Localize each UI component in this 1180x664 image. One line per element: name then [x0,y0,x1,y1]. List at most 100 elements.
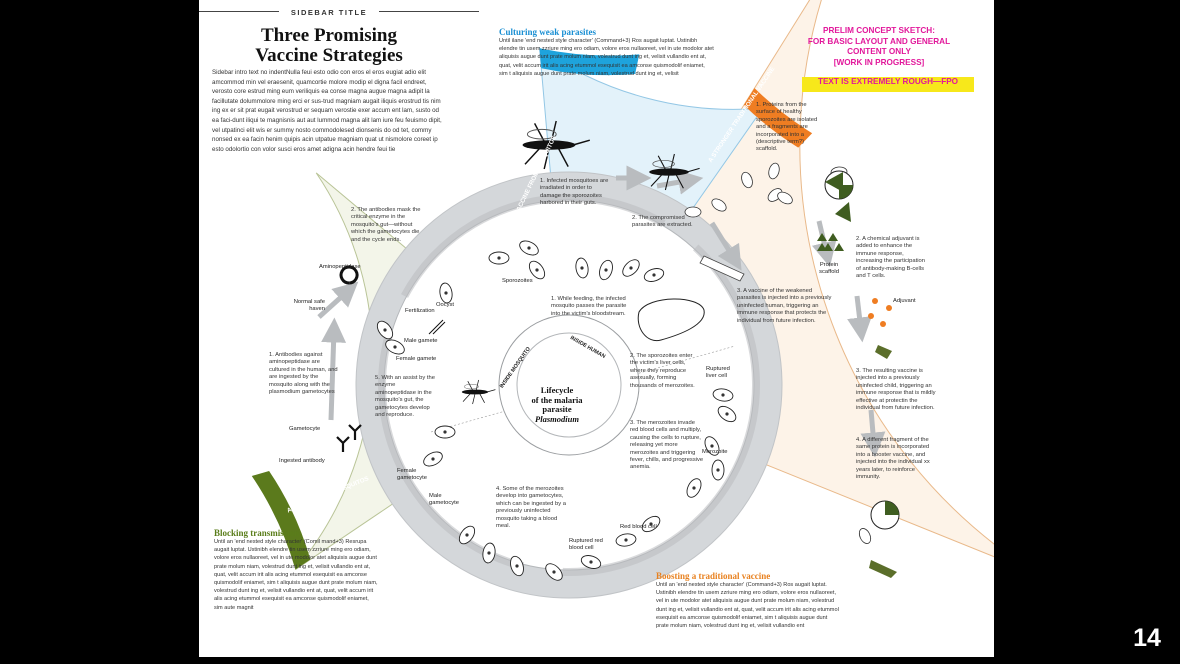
parasite-nucleus-6 [629,266,633,270]
headline: Three Promising Vaccine Strategies [219,26,439,66]
fan-cell-3 [741,171,753,189]
flow-arrow-7 [321,317,347,421]
fan-cell-2 [711,198,727,212]
flow-arrow-6 [860,409,886,458]
band-shape-from-mosquitos [539,48,640,76]
label-oocyst: Oocyst [436,302,455,308]
fan-cell-7 [777,191,793,205]
mosquito-wing [526,128,557,140]
parasite-nucleus-22 [393,345,397,349]
from-mosquito-step-3: 3. A vaccine of the weakened parasites i… [737,288,832,324]
mosquito-wing [652,159,675,168]
parasite-nucleus-13 [649,522,653,526]
parasite-nucleus-1 [497,256,501,260]
label-red-blood-cell: Red blood cell [620,524,657,530]
antibody-2 [348,424,362,440]
lifecycle-title-line-1: Lifecycle [540,385,574,395]
prelim-note-line-2: FOR BASIC LAYOUT AND GENERAL [807,36,951,46]
for-mosquito-step-2: 2. The antibodies mask the critical enzy… [351,207,421,243]
cycle-step-1: 1. While feeding, the infected mosquito … [551,296,627,317]
adjuvant-dot-3 [868,313,874,319]
traditional-step-4: 4. A different fragment of the same prot… [856,437,930,481]
band-shape-traditional [743,88,813,148]
from-mosquito-step-2: 2. The compromised parasites are extract… [632,215,693,229]
prelim-note-line-4: [WORK IN PROGRESS] [833,57,925,67]
scaffold-triangle-2 [828,233,838,241]
lifecycle-title-line-3: parasite [542,404,572,414]
mosquito-illustration-2 [649,153,700,191]
parasite-nucleus-20 [431,457,435,461]
label-aminopeptidase: Aminopeptidase [319,264,361,270]
mosquito-illustration-3 [461,379,496,405]
label-ruptured-liver-cell: Ruptured liver cell [706,366,730,379]
protein-fragment-2 [869,560,897,578]
flow-arrow-2 [656,169,704,195]
label-normal-safe-haven: Normal safe haven [293,299,325,312]
cell-illustrations [376,162,900,581]
cycle-step-2: 2. The sporozoites enter the victim's li… [630,353,695,389]
hub-inner [516,332,622,438]
parasite-nucleus-10 [710,444,714,448]
parasite-nucleus-19 [465,533,469,537]
prelim-note-line-1: PRELIM CONCEPT SKETCH: [823,26,935,35]
section-blocking: Blocking transmission Until an 'end nest… [214,528,379,612]
label-female-gametocyte: Female gametocyte [397,468,427,481]
headline-line-1: Three Promising [261,25,397,46]
parasite-nucleus-23 [383,328,387,332]
sidebar-title-rule-right [379,11,479,12]
for-mosquito-step-1: 1. Antibodies against aminopeptidase are… [269,352,338,396]
traditional-step-2: 2. A chemical adjuvant is added to enhan… [856,236,925,280]
liver-illustration [637,298,705,342]
section-boosting-body: Until an 'end nested style character' (C… [656,582,839,630]
lifecycle-title-species: Plasmodium [535,413,579,424]
section-blocking-body: Until an 'end nested style character' (C… [214,539,378,611]
fan-cell-8 [858,528,872,544]
label-gametocyte: Gametocyte [289,426,321,432]
flow-arrow-3 [709,221,742,271]
parasite-nucleus-21 [443,430,447,434]
parasite-nucleus-3 [535,268,539,272]
scaffold-triangle-1 [817,233,827,241]
illustration-details [251,48,897,578]
mosquito-wing [463,383,479,390]
label-sporozoites: Sporozoites [502,278,533,284]
mosquito-illustration-1 [522,120,590,170]
parasite-nucleus-24 [444,291,448,295]
parasite-nucleus-15 [589,560,593,564]
from-mosquito-step-1: 1. Infected mosquitoes are irradiated in… [540,178,609,207]
band-shape-for-mosquitos [251,470,311,570]
parasite-nucleus-2 [527,246,531,250]
fan-cell-4 [768,162,780,180]
parasite-nucleus-17 [515,564,519,568]
label-ingested-antibody: Ingested antibody [279,458,325,464]
parasite-nucleus-4 [580,266,584,270]
mosquito-body [461,389,489,395]
section-culturing: Culturing weak parasites Until ilane 'en… [499,27,714,78]
mosquito-body [649,168,689,176]
flow-arrow-5 [847,295,872,343]
protein-fragment-1 [875,345,892,359]
sidebar-title-rule-left [199,11,279,12]
adjuvant-dot-2 [886,305,892,311]
label-ruptured-red-blood-cell: Ruptured red blood cell [569,538,603,551]
label-female-gamete: Female gamete [396,356,437,362]
headline-line-2: Vaccine Strategies [255,45,403,66]
parasite-nucleus-8 [721,393,725,397]
section-boosting: Boosting a traditional vaccine Until an … [656,571,841,630]
cycle-step-3: 3. The merozoites invade red blood cells… [630,420,704,471]
parasite-nucleus-5 [604,268,608,272]
parasite-nucleus-11 [716,468,720,472]
label-protein-scaffold: Protein scaffold [819,262,839,275]
lifecycle-title-line-2: of the malaria [531,394,583,405]
protein-marker-1 [825,172,843,192]
section-culturing-title: Culturing weak parasites [499,27,597,37]
traditional-step-3: 3. The resulting vaccine is injected int… [856,368,936,412]
section-blocking-title: Blocking transmission [214,528,300,538]
scaffold-triangle-5 [817,243,827,251]
section-boosting-title: Boosting a traditional vaccine [656,571,771,581]
adjuvant-dot-4 [880,321,886,327]
page-number: 14 [1133,624,1161,652]
syringe-illustration [699,255,745,282]
parasite-nucleus-12 [692,486,696,490]
booster-protein-segment [885,501,899,515]
